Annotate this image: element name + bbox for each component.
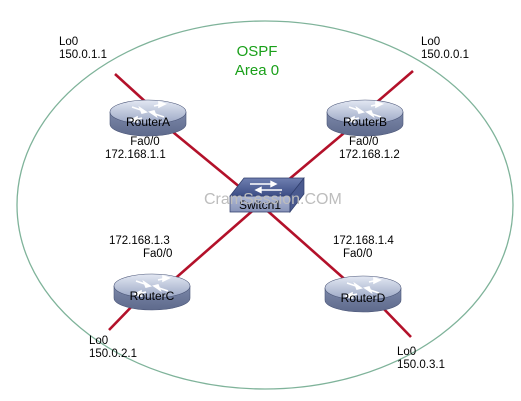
area-name: Area 0 — [234, 62, 280, 79]
router-d: RouterD — [324, 275, 402, 313]
switch-name: Switch1 — [239, 198, 281, 212]
router-name: RouterB — [343, 115, 387, 129]
loopback-name: Lo0 — [59, 36, 79, 48]
router-name: RouterC — [130, 289, 175, 303]
area-label: OSPF Area 0 — [222, 42, 292, 80]
loopback-ip: 150.0.2.1 — [89, 348, 137, 360]
switch-arrows-icon — [250, 180, 282, 194]
routerc-loopback-label: Lo0 150.0.2.1 — [89, 335, 137, 361]
router-b: RouterB — [326, 99, 404, 137]
link-routerd-switch — [261, 205, 350, 284]
interface-ip: 172.168.1.4 — [333, 235, 394, 247]
loopback-ip: 150.0.1.1 — [59, 49, 107, 61]
link-routerc-switch — [169, 205, 259, 284]
router-arrows-icon — [132, 274, 172, 298]
watermark: CramSession.COM — [204, 191, 342, 208]
switch-1: Switch1 — [229, 176, 305, 214]
routerb-iface-label: Fa0/0 172.168.1.2 — [339, 136, 419, 162]
ospf-area-boundary — [16, 20, 514, 390]
loopback-name: Lo0 — [397, 346, 417, 358]
interface-ip: 172.168.1.2 — [339, 149, 400, 161]
routerd-loopback-label: Lo0 150.0.3.1 — [397, 346, 445, 372]
interface-name: Fa0/0 — [343, 248, 373, 260]
loopback-ip: 150.0.3.1 — [397, 359, 445, 371]
interface-ip: 172.168.1.3 — [109, 235, 170, 247]
routera-iface-label: Fa0/0 172.168.1.1 — [105, 136, 185, 162]
router-arrows-icon — [345, 100, 385, 124]
loopback-name: Lo0 — [421, 36, 441, 48]
routerb-loopback-label: Lo0 150.0.0.1 — [421, 36, 469, 62]
link-routerd-loopback — [379, 304, 412, 338]
router-name: RouterA — [126, 115, 170, 129]
loopback-ip: 150.0.0.1 — [421, 49, 469, 61]
area-protocol: OSPF — [236, 43, 278, 60]
routera-loopback-label: Lo0 150.0.1.1 — [59, 36, 107, 62]
interface-name: Fa0/0 — [130, 136, 160, 148]
router-arrows-icon — [343, 276, 383, 300]
interface-name: Fa0/0 — [349, 136, 379, 148]
router-c: RouterC — [113, 273, 191, 311]
link-routerb-loopback — [376, 70, 414, 103]
routerd-iface-label: 172.168.1.4 Fa0/0 — [333, 235, 413, 261]
routerc-iface-label: 172.168.1.3 Fa0/0 — [109, 235, 189, 261]
interface-name: Fa0/0 — [143, 248, 173, 260]
loopback-name: Lo0 — [89, 335, 109, 347]
router-a: RouterA — [109, 99, 187, 137]
interface-ip: 172.168.1.1 — [105, 149, 166, 161]
router-name: RouterD — [341, 291, 386, 305]
router-arrows-icon — [128, 100, 168, 124]
